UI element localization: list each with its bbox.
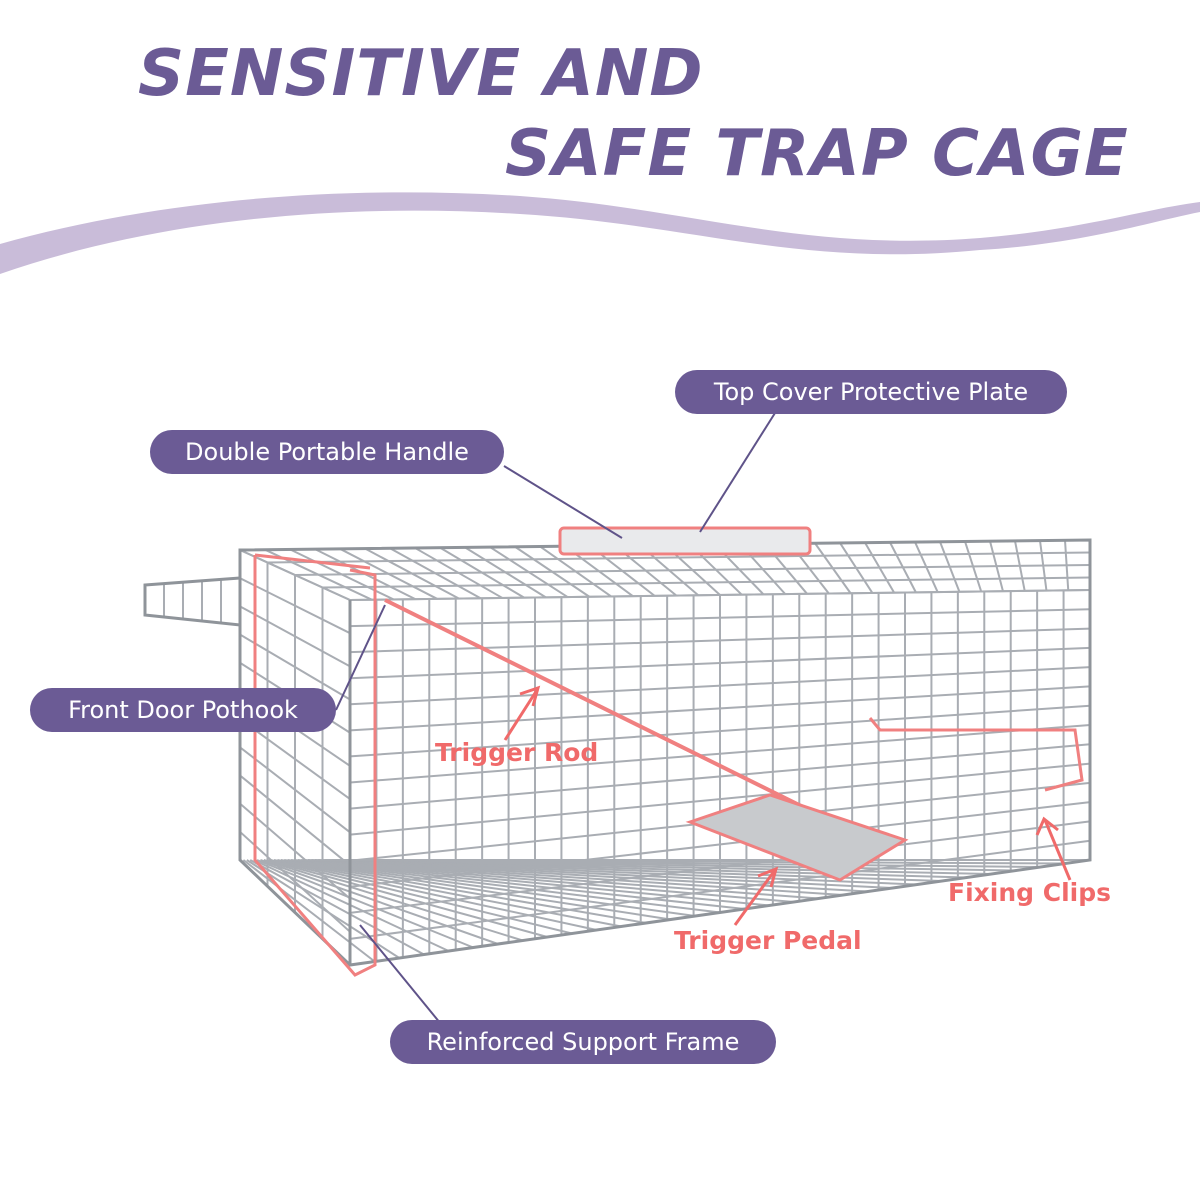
top-cover-plate	[558, 526, 812, 556]
door-frame	[253, 553, 377, 977]
callout-double-portable-handle: Double Portable Handle	[150, 430, 504, 474]
headline-line-2: SAFE TRAP CAGE	[505, 117, 1129, 191]
trigger-pedal	[685, 793, 909, 882]
label-trigger-pedal: Trigger Pedal	[674, 926, 862, 955]
decorative-wave	[0, 192, 1200, 274]
callout-front-door-pothook: Front Door Pothook	[30, 688, 336, 732]
headline-line-1: SENSITIVE AND	[138, 37, 704, 111]
label-trigger-rod: Trigger Rod	[435, 738, 599, 767]
fixing-clip-wire	[868, 717, 1084, 792]
callout-reinforced-support-frame: Reinforced Support Frame	[390, 1020, 776, 1064]
callout-top-cover-plate: Top Cover Protective Plate	[675, 370, 1067, 414]
label-fixing-clips: Fixing Clips	[948, 878, 1112, 907]
